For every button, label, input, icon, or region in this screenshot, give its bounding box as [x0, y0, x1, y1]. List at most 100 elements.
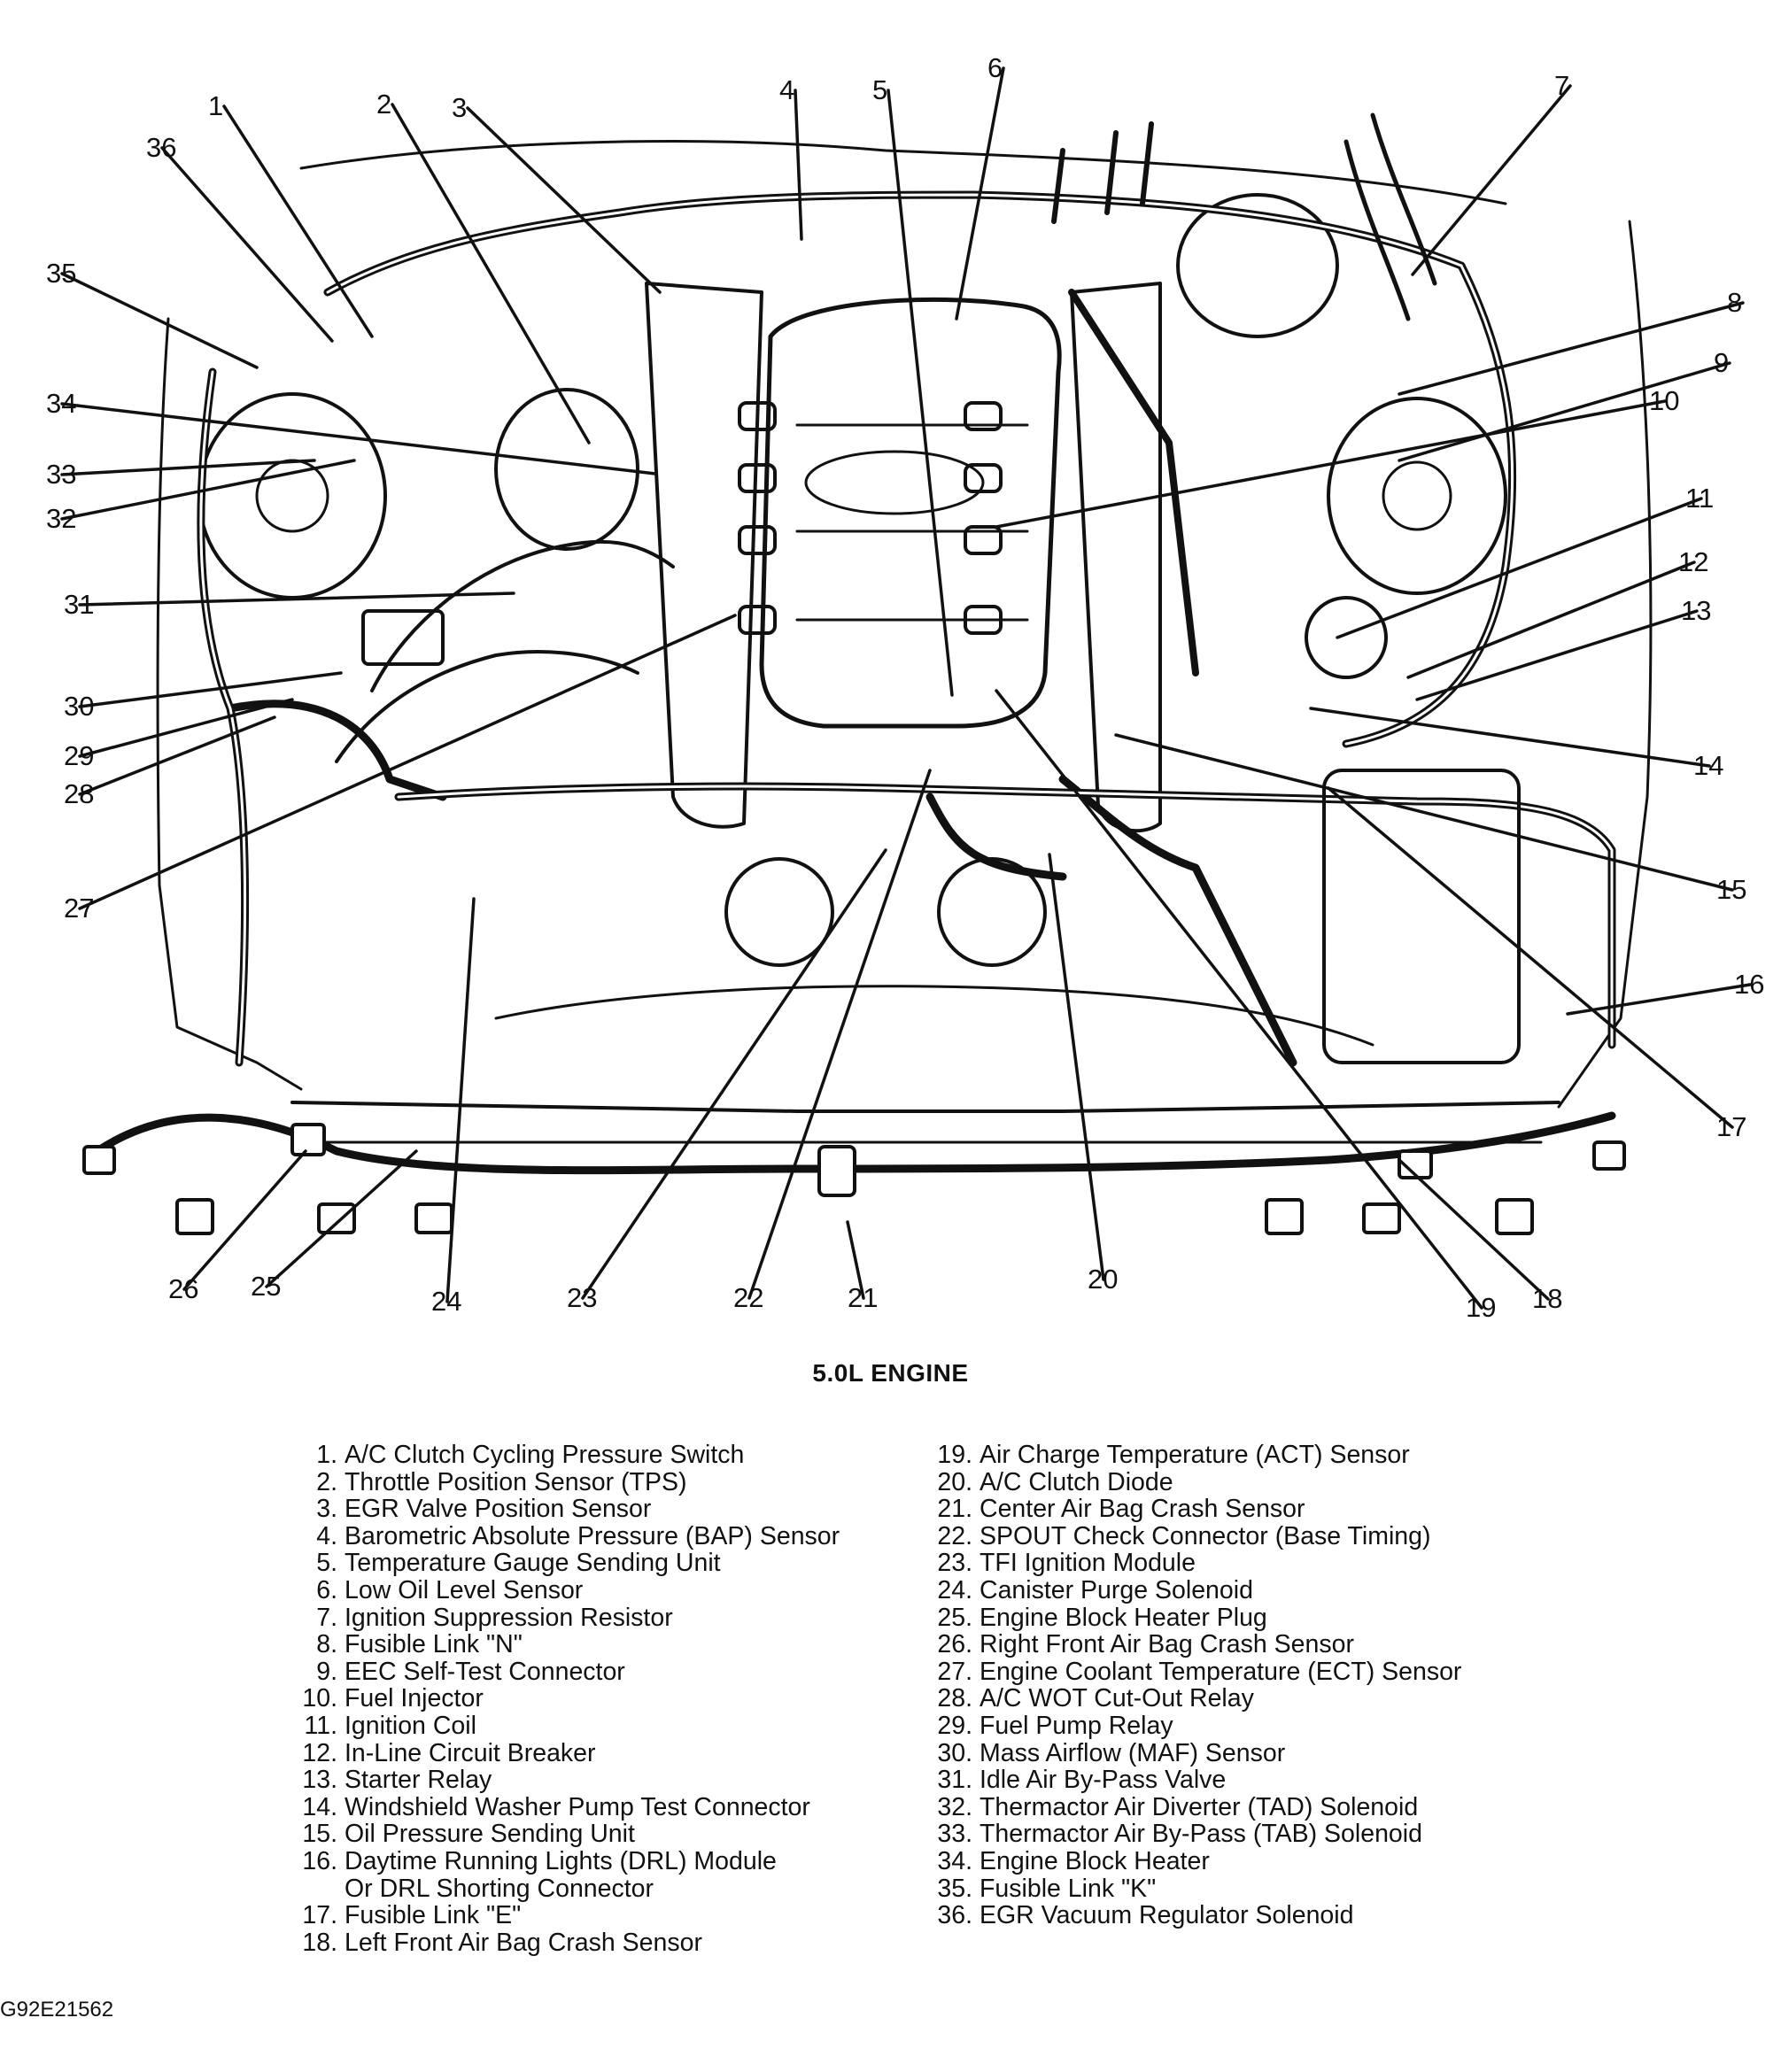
- legend-number: 10.: [302, 1684, 337, 1713]
- callout-8-leader: [1398, 301, 1745, 396]
- brake-booster: [1176, 193, 1339, 338]
- legend-number: 9.: [316, 1657, 337, 1686]
- callout-32-leader: [60, 459, 356, 521]
- legend-number: 33.: [937, 1820, 972, 1849]
- legend-item: 34. Engine Block Heater: [932, 1848, 1461, 1875]
- legend-item: 29. Fuel Pump Relay: [932, 1712, 1461, 1740]
- callout-35: 35: [46, 258, 76, 289]
- callout-27-leader: [78, 614, 737, 910]
- brake-lines: [1343, 112, 1437, 321]
- legend-text: Fusible Link "E": [345, 1901, 522, 1930]
- legend-item: 3.EGR Valve Position Sensor: [297, 1496, 840, 1523]
- oil-pan-outline: [494, 985, 1374, 1047]
- legend-text: Engine Block Heater Plug: [980, 1603, 1267, 1632]
- callout-29: 29: [64, 740, 94, 771]
- callout-20: 20: [1088, 1264, 1118, 1295]
- legend-number: 32.: [937, 1792, 972, 1821]
- legend-number: 13.: [302, 1766, 337, 1795]
- legend-text: Thermactor Air Diverter (TAD) Solenoid: [980, 1792, 1419, 1821]
- callout-25-leader: [265, 1149, 418, 1288]
- callout-11: 11: [1685, 483, 1714, 514]
- callout-19: 19: [1466, 1292, 1496, 1323]
- callout-22-leader: [747, 769, 932, 1300]
- callout-28: 28: [64, 778, 94, 809]
- callout-4: 4: [779, 74, 794, 105]
- callout-5-leader: [887, 89, 954, 697]
- legend-text: SPOUT Check Connector (Base Timing): [980, 1521, 1431, 1550]
- callout-6-leader: [955, 66, 1005, 321]
- callout-10-leader: [995, 399, 1667, 529]
- legend-item: 35.Fusible Link "K": [932, 1875, 1461, 1903]
- legend-text: Fuel Injector: [345, 1684, 484, 1713]
- callout-1-leader: [222, 104, 374, 338]
- legend-number: 16.: [302, 1846, 337, 1875]
- legend-item: 15.Oil Pressure Sending Unit: [297, 1821, 840, 1848]
- callout-35-leader: [60, 272, 259, 369]
- callout-9-leader: [1398, 361, 1731, 462]
- legend-number: 34.: [937, 1846, 972, 1875]
- legend-text: Daytime Running Lights (DRL) Module: [345, 1846, 777, 1875]
- legend-item: 19.Air Charge Temperature (ACT) Sensor: [932, 1442, 1461, 1469]
- legend-number: 11.: [304, 1711, 337, 1740]
- legend-text: Starter Relay: [345, 1766, 492, 1795]
- legend-item: 12.In-Line Circuit Breaker: [297, 1739, 840, 1767]
- legend-item: 7.Ignition Suppression Resistor: [297, 1604, 840, 1632]
- plenum-badge: [804, 450, 985, 515]
- wiring-harnesses: [197, 190, 1616, 1067]
- legend-number: 8.: [316, 1630, 337, 1659]
- callout-20-leader: [1048, 853, 1105, 1281]
- legend-item: 5.Temperature Gauge Sending Unit: [297, 1550, 840, 1577]
- callout-18: 18: [1532, 1283, 1562, 1314]
- callout-18-leader: [1398, 1158, 1550, 1301]
- callout-17-leader: [1327, 786, 1734, 1129]
- callout-5: 5: [872, 74, 887, 105]
- legend-text: Fuel Pump Relay: [980, 1711, 1173, 1740]
- legend-number: 19.: [937, 1441, 972, 1469]
- legend-item: Or DRL Shorting Connector: [297, 1875, 840, 1903]
- callout-36: 36: [146, 132, 176, 163]
- callout-8: 8: [1727, 287, 1742, 318]
- legend-text: EEC Self-Test Connector: [345, 1657, 625, 1686]
- legend-item: 10. Fuel Injector: [297, 1685, 840, 1712]
- legend-item: 11. Ignition Coil: [297, 1712, 840, 1740]
- legend-item: 22. SPOUT Check Connector (Base Timing): [932, 1523, 1461, 1550]
- right-injectors: [964, 401, 1003, 635]
- right-fender-outline: [1557, 220, 1653, 1109]
- callout-3-leader: [466, 106, 662, 294]
- radiator-support: [290, 1101, 1560, 1113]
- callout-30-leader: [78, 671, 343, 708]
- legend-number: 22.: [937, 1521, 972, 1550]
- legend-text: Engine Block Heater: [980, 1846, 1210, 1875]
- left-injectors: [738, 401, 777, 635]
- legend-number: 4.: [316, 1521, 337, 1550]
- legend-item: 13. Starter Relay: [297, 1767, 840, 1794]
- left-relay-box: [361, 609, 445, 666]
- callout-17: 17: [1716, 1111, 1746, 1142]
- legend-text: Ignition Suppression Resistor: [345, 1603, 673, 1632]
- callout-23-leader: [581, 848, 887, 1300]
- legend-item: 9. EEC Self-Test Connector: [297, 1658, 840, 1686]
- legend-item: 27.Engine Coolant Temperature (ECT) Sens…: [932, 1658, 1461, 1686]
- callout-2: 2: [376, 89, 391, 120]
- legend-number: [297, 1875, 345, 1903]
- figure-id: G92E21562: [0, 1998, 114, 2022]
- water-pump: [724, 857, 834, 967]
- legend-item: 32. Thermactor Air Diverter (TAD) Solenoi…: [932, 1794, 1461, 1821]
- callout-16-leader: [1566, 983, 1752, 1016]
- callout-26: 26: [168, 1273, 198, 1304]
- throttle-body: [494, 388, 639, 551]
- callout-15-leader: [1114, 733, 1734, 892]
- legend-text: Thermactor Air By-Pass (TAB) Solenoid: [980, 1820, 1422, 1849]
- legend-text: Ignition Coil: [345, 1711, 476, 1740]
- legend-number: 24.: [937, 1575, 972, 1604]
- legend-number: 29.: [937, 1711, 972, 1740]
- legend-item: 31.Idle Air By-Pass Valve: [932, 1767, 1461, 1794]
- firewall-outline: [299, 140, 1507, 205]
- callout-34-leader: [60, 402, 657, 475]
- callout-15: 15: [1716, 874, 1746, 905]
- callout-27: 27: [64, 893, 94, 924]
- left-valve-cover: [645, 282, 763, 829]
- legend-text: Barometric Absolute Pressure (BAP) Senso…: [345, 1521, 840, 1550]
